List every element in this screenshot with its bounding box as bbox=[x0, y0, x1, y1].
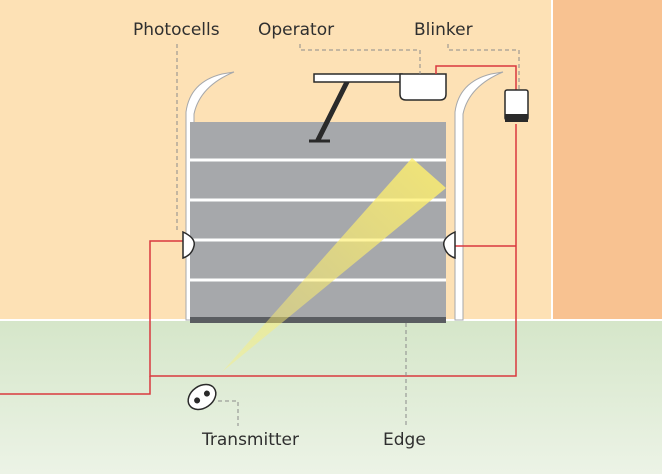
right-guide-rail bbox=[454, 71, 504, 321]
photocell-left bbox=[182, 230, 196, 260]
operator-arm bbox=[315, 77, 351, 143]
photocell-right bbox=[442, 230, 456, 260]
ground-background bbox=[0, 320, 662, 474]
blinker-device bbox=[504, 89, 529, 122]
edge-label: Edge bbox=[383, 430, 426, 450]
operator-label: Operator bbox=[258, 20, 335, 40]
operator-rail bbox=[313, 73, 403, 83]
transmitter-label: Transmitter bbox=[202, 430, 299, 450]
operator-motor bbox=[399, 73, 447, 101]
pillar-background bbox=[552, 0, 662, 320]
wiring bbox=[0, 65, 517, 395]
safety-edge bbox=[190, 317, 446, 323]
signal-beam bbox=[222, 158, 446, 372]
photocells-label: Photocells bbox=[133, 20, 220, 40]
leader-lines bbox=[176, 44, 520, 426]
transmitter-remote bbox=[187, 383, 217, 411]
blinker-label: Blinker bbox=[414, 20, 473, 40]
